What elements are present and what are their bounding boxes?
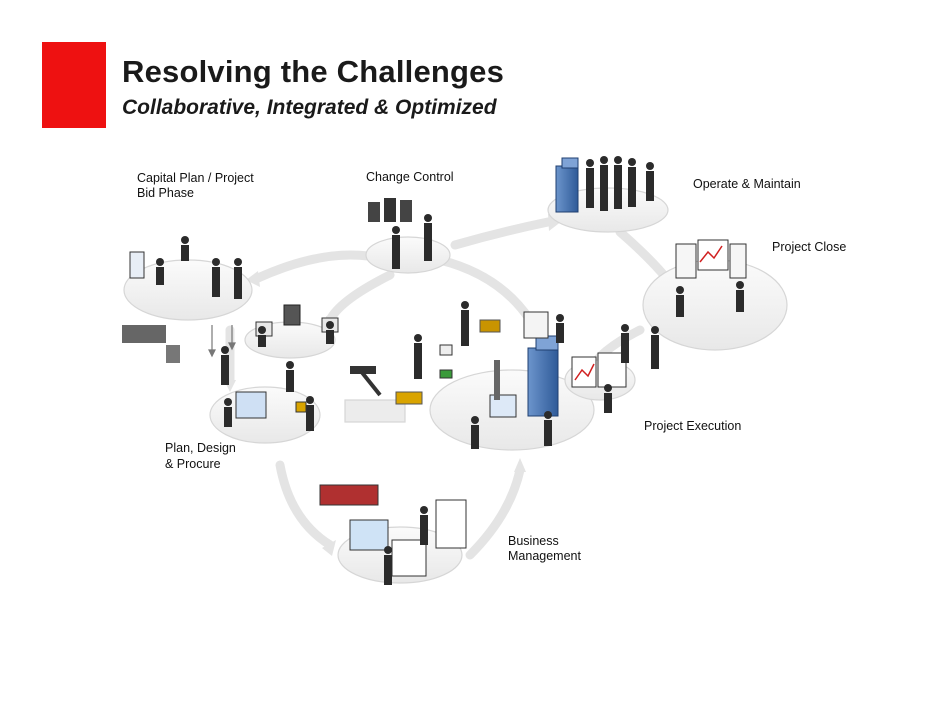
label-plan-design-1: Plan, Design [165,441,236,455]
person-figure-icon [156,156,744,585]
label-plan-design-2: & Procure [165,457,221,471]
platform-project-close [642,259,788,351]
connector-arrows-icon [208,325,236,358]
label-business-1: Business [508,534,559,548]
label-operate-maintain: Operate & Maintain [693,177,801,191]
red-accent-block [42,42,106,128]
page-subtitle: Collaborative, Integrated & Optimized [122,96,497,119]
label-business-2: Management [508,549,581,563]
label-project-close: Project Close [772,240,847,254]
server-building-icon [166,157,579,417]
construction-machine-icon [122,319,501,506]
label-project-execution: Project Execution [644,419,742,433]
chart-display-icon [129,239,747,577]
label-capital-plan-2: Bid Phase [137,186,194,200]
platform-change-control [365,236,451,274]
page-title: Resolving the Challenges [122,54,505,89]
label-capital-plan-1: Capital Plan / Project [137,171,254,185]
platform-road [344,399,406,423]
label-change-control: Change Control [366,170,454,184]
